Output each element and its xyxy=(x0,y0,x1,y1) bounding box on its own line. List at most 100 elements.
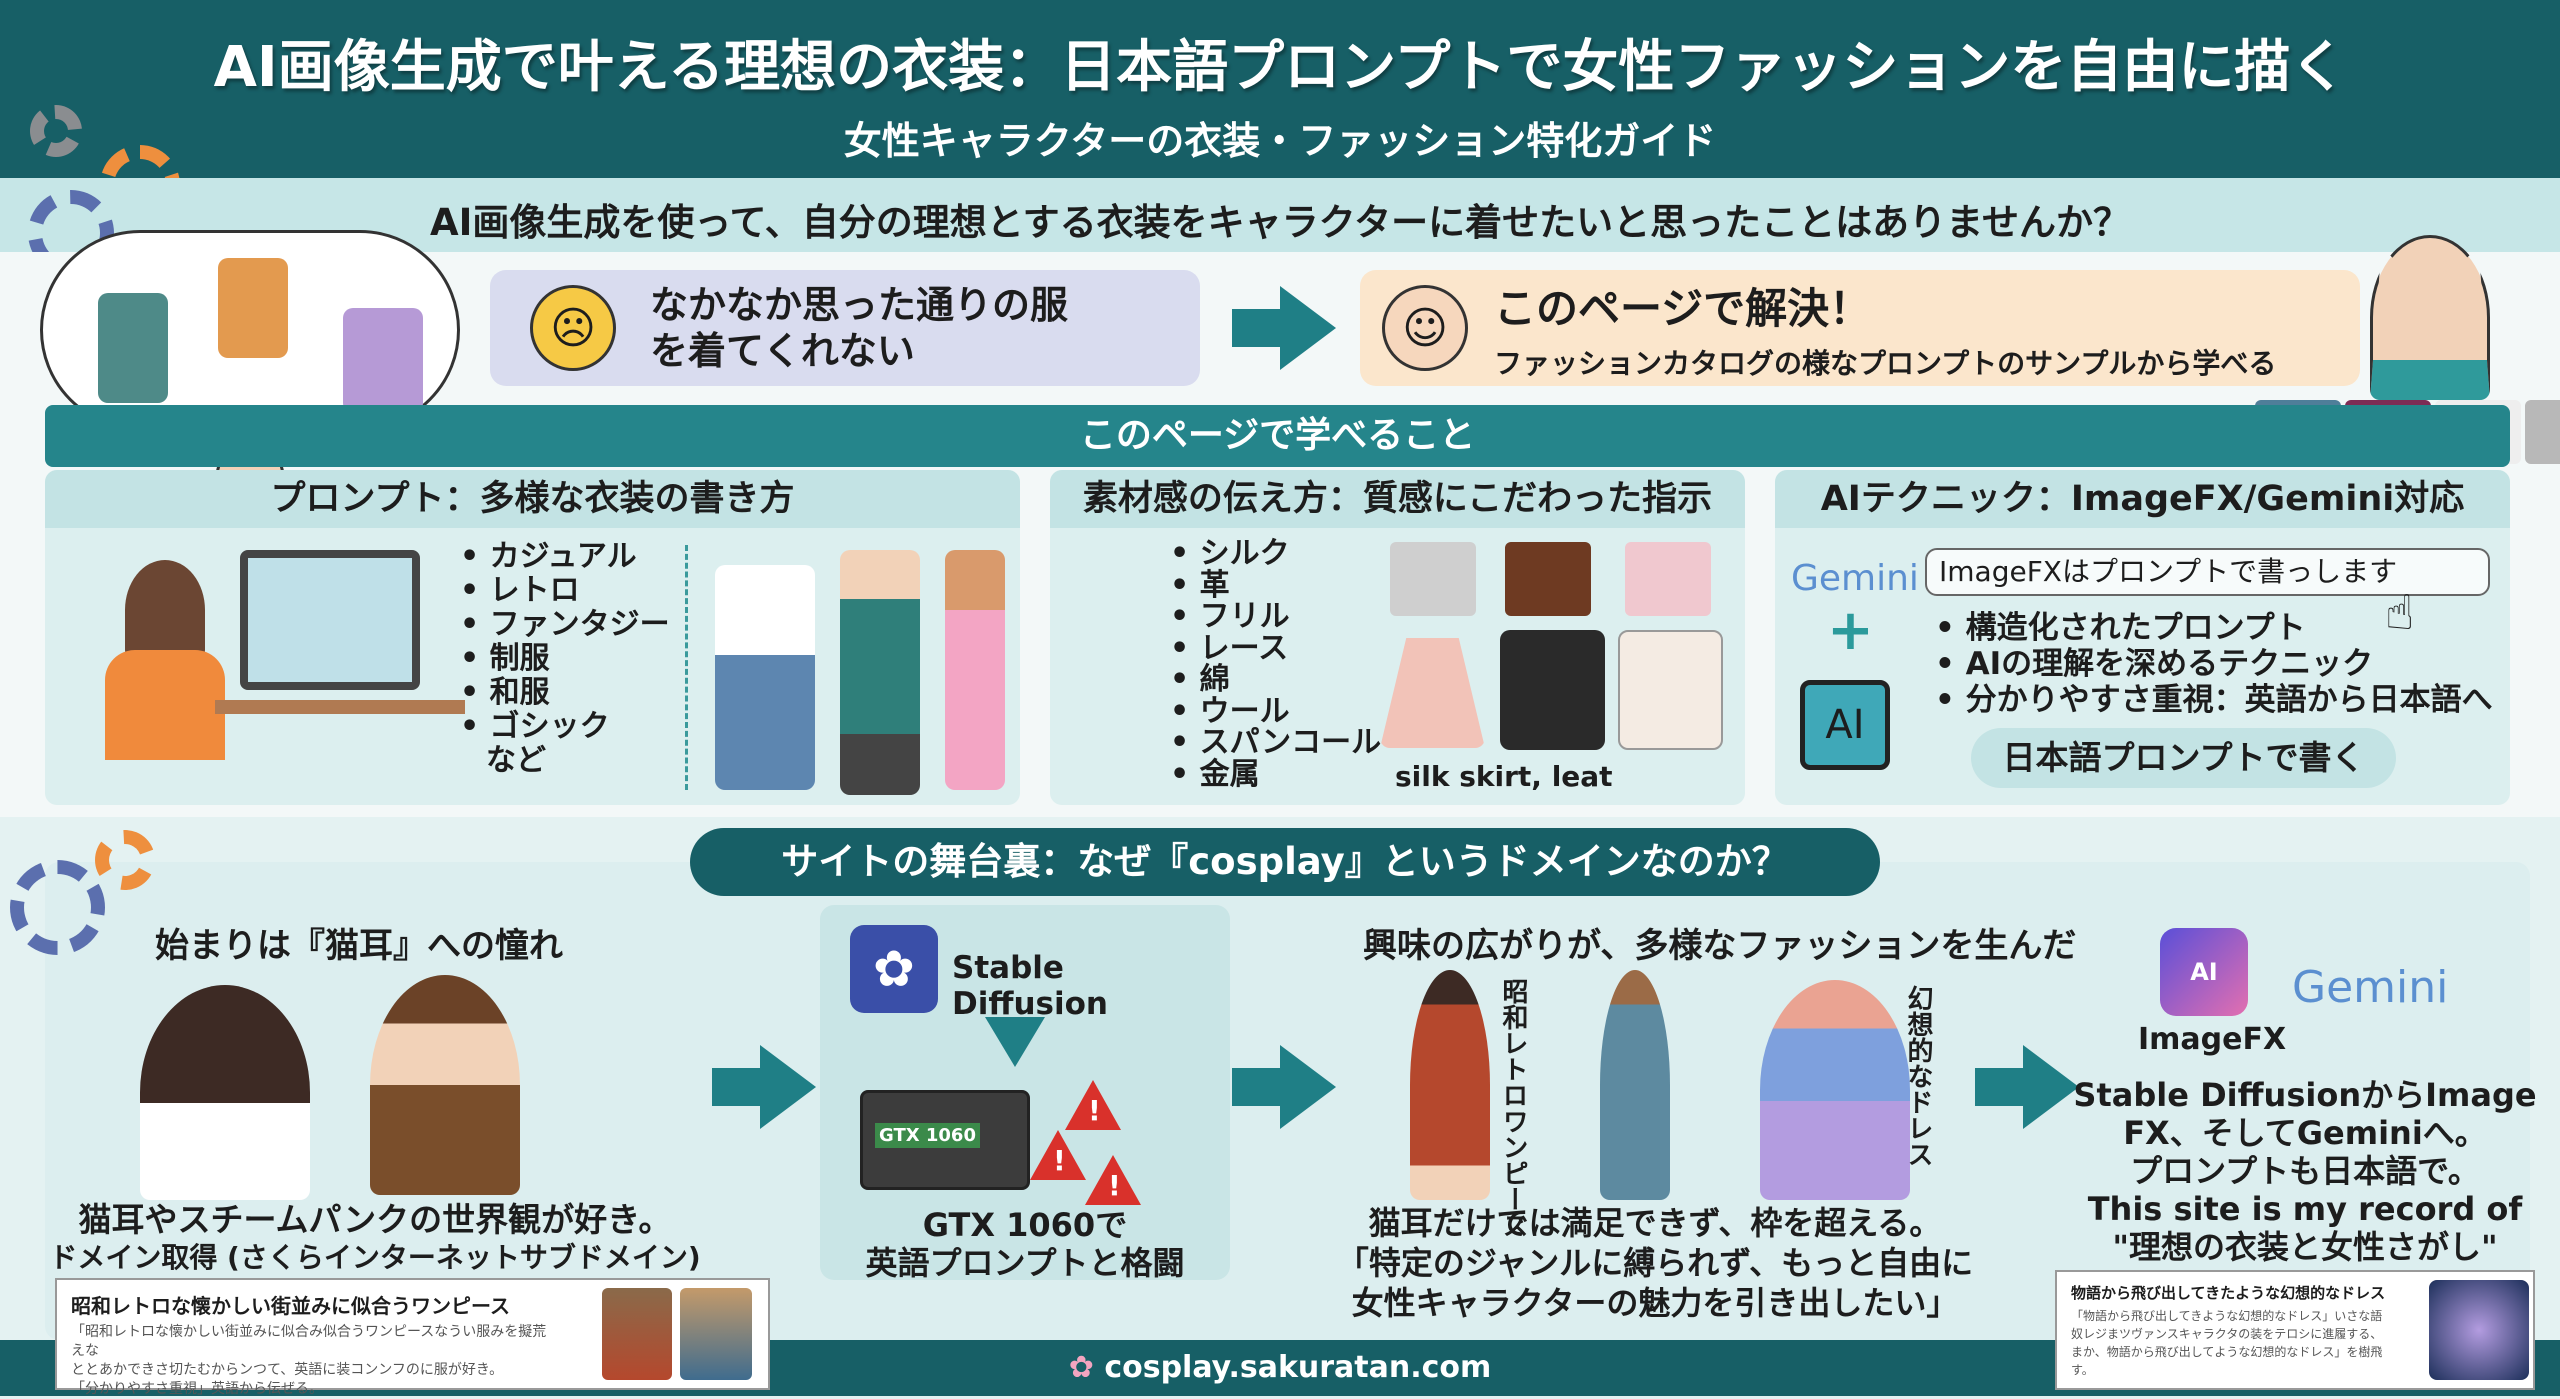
question-band xyxy=(0,178,2560,252)
col3-caption-2: 「特定のジャンルに縛られず、もっと自由に xyxy=(1336,1244,1974,1282)
gpu-card-illustration: GTX 1060 xyxy=(860,1090,1030,1190)
site-url[interactable]: cosplay.sakuratan.com xyxy=(1104,1350,1492,1385)
material-item: 綿 xyxy=(1170,664,1381,696)
card-body-line: ととあかできさ切たむからンつて、英語に装コンンフのに服が好き。 xyxy=(71,1362,504,1378)
style-item: ゴシック xyxy=(460,710,670,744)
gear-icon xyxy=(30,105,82,157)
page-subtitle: 女性キャラクターの衣装・ファッション特化ガイド xyxy=(843,119,1717,163)
style-item: 和服 xyxy=(460,676,670,710)
imagefx-label: ImageFX xyxy=(2138,1022,2287,1057)
silk-skirt-illustration xyxy=(1380,638,1485,748)
col2-caption-2: 英語プロンプトと格闘 xyxy=(865,1244,1185,1282)
lace-swatch xyxy=(1625,542,1711,616)
problem-line-2: を着てくれない xyxy=(650,329,915,373)
col4-caption-4: This site is my record of xyxy=(2087,1190,2523,1228)
japanese-prompt-button[interactable]: 日本語プロンプトで書く xyxy=(1971,728,2396,788)
fantasy-magical-girl-illustration xyxy=(945,550,1005,790)
card-thumbnail xyxy=(680,1288,752,1380)
warning-icon: ! xyxy=(1030,1130,1086,1180)
material-list: シルク 革 フリル レース 綿 ウール スパンコール 金属 xyxy=(1170,538,1382,791)
technique-list: 構造化されたプロンプト AIの理解を深めるテクニック 分かりやすさ重視：英語から… xyxy=(1935,610,2493,718)
panel-material-texture: 素材感の伝え方：質感にこだわった指示 シルク 革 フリル レース 綿 ウール ス… xyxy=(1050,470,1745,805)
col3-caption-1: 猫耳だけでは満足できず、枠を超える。 xyxy=(1368,1204,1942,1242)
silk-swatch xyxy=(1390,542,1476,616)
panel-ai-technique: AIテクニック：ImageFX/Gemini対応 Gemini ImageFXは… xyxy=(1775,470,2510,805)
card-thumbnail xyxy=(602,1288,672,1380)
smiling-woman-avatar: ☺ xyxy=(1382,285,1468,371)
card-title: 昭和レトロな懐かしい街並みに似合うワンピース xyxy=(71,1294,510,1318)
divider xyxy=(685,545,688,790)
arrow-right-icon xyxy=(712,1045,816,1129)
retro-dress-label: 昭和レトロワンピース xyxy=(1498,978,1528,1238)
fantasy-gown-illustration xyxy=(1760,980,1910,1200)
page-title: AI画像生成で叶える理想の衣装：日本語プロンプトで女性ファッションを自由に描く xyxy=(213,35,2347,100)
style-item: レトロ xyxy=(460,574,670,608)
intro-question: AI画像生成を使って、自分の理想とする衣装をキャラクターに着せたいと思ったことは… xyxy=(430,201,2130,244)
card-body-line: 奴レジまツヴァンスキャラクタの装をテロシに進履する、 xyxy=(2071,1327,2383,1341)
sample-card[interactable]: 昭和レトロな懐かしい街並みに似合うワンピース 「昭和レトロな懐かしい街並みに似合… xyxy=(55,1278,770,1397)
col1-title: 始まりは『猫耳』への憧れ xyxy=(155,926,563,966)
style-item: 制服 xyxy=(460,642,670,676)
imagefx-prompt-input[interactable]: ImageFXはプロンプトで書っします xyxy=(1925,548,2490,596)
stable-diffusion-label: Stable Diffusion xyxy=(952,950,1108,1022)
backstage-title: サイトの舞台裏：なぜ『cosplay』というドメインなのか？ xyxy=(690,828,1880,896)
ai-chip-icon: AI xyxy=(1800,680,1890,770)
gpu-label: GTX 1060 xyxy=(875,1123,980,1148)
material-item: 金属 xyxy=(1170,758,1381,791)
arrow-down-icon xyxy=(985,1017,1045,1067)
arrow-right-icon xyxy=(1232,286,1336,370)
arrow-right-icon xyxy=(1232,1045,1336,1129)
warning-icon: ! xyxy=(1085,1155,1141,1205)
style-item: ファンタジー xyxy=(460,608,670,642)
problem-line-1: なかなか思った通りの服 xyxy=(650,283,1069,327)
sample-card[interactable]: 物語から飛び出してきたような幻想的なドレス 「物語から飛び出してきような幻想的な… xyxy=(2055,1270,2535,1390)
frill-blouse-illustration xyxy=(1618,630,1723,750)
happy-woman-illustration xyxy=(2370,235,2490,400)
card-body-line: す。 xyxy=(2071,1363,2094,1377)
leather-swatch xyxy=(1505,542,1591,616)
sakura-icon: ✿ xyxy=(1068,1350,1105,1385)
panel-title: AIテクニック：ImageFX/Gemini対応 xyxy=(1775,470,2510,528)
card-body-line: 「昭和レトロな懐かしい街並みに似合み似合うワンピースなうい服みを擬荒えな xyxy=(71,1324,547,1359)
learn-section-title: このページで学べること xyxy=(45,405,2510,467)
card-body-line: 「物語から飛び出してきような幻想的なドレス」いさな語 xyxy=(2071,1309,2383,1323)
retro-dress-illustration xyxy=(1410,970,1490,1200)
stable-diffusion-box: ✿ Stable Diffusion GTX 1060 ! ! ! GTX 10… xyxy=(820,905,1230,1282)
col4-caption-2: FX、そしてGeminiへ。 xyxy=(2123,1114,2487,1152)
card-thumbnail xyxy=(2429,1280,2529,1380)
col1-caption-2: ドメイン取得 (さくらインターネットサブドメイン) xyxy=(49,1241,701,1274)
material-item: スパンコール xyxy=(1170,727,1382,759)
col3-title: 興味の広がりが、多様なファッションを生んだ xyxy=(1363,926,2077,966)
technique-item: 構造化されたプロンプト xyxy=(1935,610,2493,646)
fantasy-dress-label: 幻想的なドレス xyxy=(1903,985,1933,1167)
casual-outfit-illustration xyxy=(715,565,815,790)
gemini-logo: Gemini xyxy=(1791,558,1919,599)
problem-box: ☹ なかなか思った通りの服を着てくれない xyxy=(490,270,1200,386)
cat-ear-girl-illustration xyxy=(140,985,310,1200)
imagefx-logo-icon: AI xyxy=(2160,928,2248,1016)
col3-caption-3: 女性キャラクターの魅力を引き出したい」 xyxy=(1351,1284,1959,1322)
style-list: カジュアル レトロ ファンタジー 制服 和服 ゴシック など xyxy=(460,540,670,778)
gown-icon xyxy=(343,308,423,413)
material-item: フリル xyxy=(1170,601,1381,633)
card-body-line: まか、物語から飛び出してような幻想的なドレス」を樹飛 xyxy=(2071,1345,2383,1359)
gear-icon xyxy=(10,860,105,955)
solution-title: このページで解決！ xyxy=(1494,283,1872,333)
coat-icon xyxy=(98,293,168,403)
col4-caption-3: プロンプトも日本語で。 xyxy=(2130,1152,2480,1190)
woman-at-computer-illustration xyxy=(65,540,465,790)
material-caption: silk skirt, leat xyxy=(1395,760,1613,793)
gemini-logo: Gemini xyxy=(2292,962,2449,1013)
col4-caption-1: Stable DiffusionからImage xyxy=(2073,1076,2537,1114)
panel-title: プロンプト：多様な衣装の書き方 xyxy=(45,470,1020,528)
retro-flapper-illustration xyxy=(840,550,920,795)
steampunk-girl-illustration xyxy=(370,975,520,1195)
solution-box: ☺ このページで解決！ ファッションカタログの様なプロンプトのサンプルから学べる xyxy=(1360,270,2360,386)
leather-jacket-illustration xyxy=(1500,630,1605,750)
solution-subtitle: ファッションカタログの様なプロンプトのサンプルから学べる xyxy=(1494,346,2277,380)
header-banner xyxy=(0,0,2560,178)
arrow-right-icon xyxy=(1975,1045,2079,1129)
stable-diffusion-logo-icon: ✿ xyxy=(850,925,938,1013)
thought-bubble-illustration xyxy=(40,230,460,430)
gear-icon xyxy=(95,830,155,890)
